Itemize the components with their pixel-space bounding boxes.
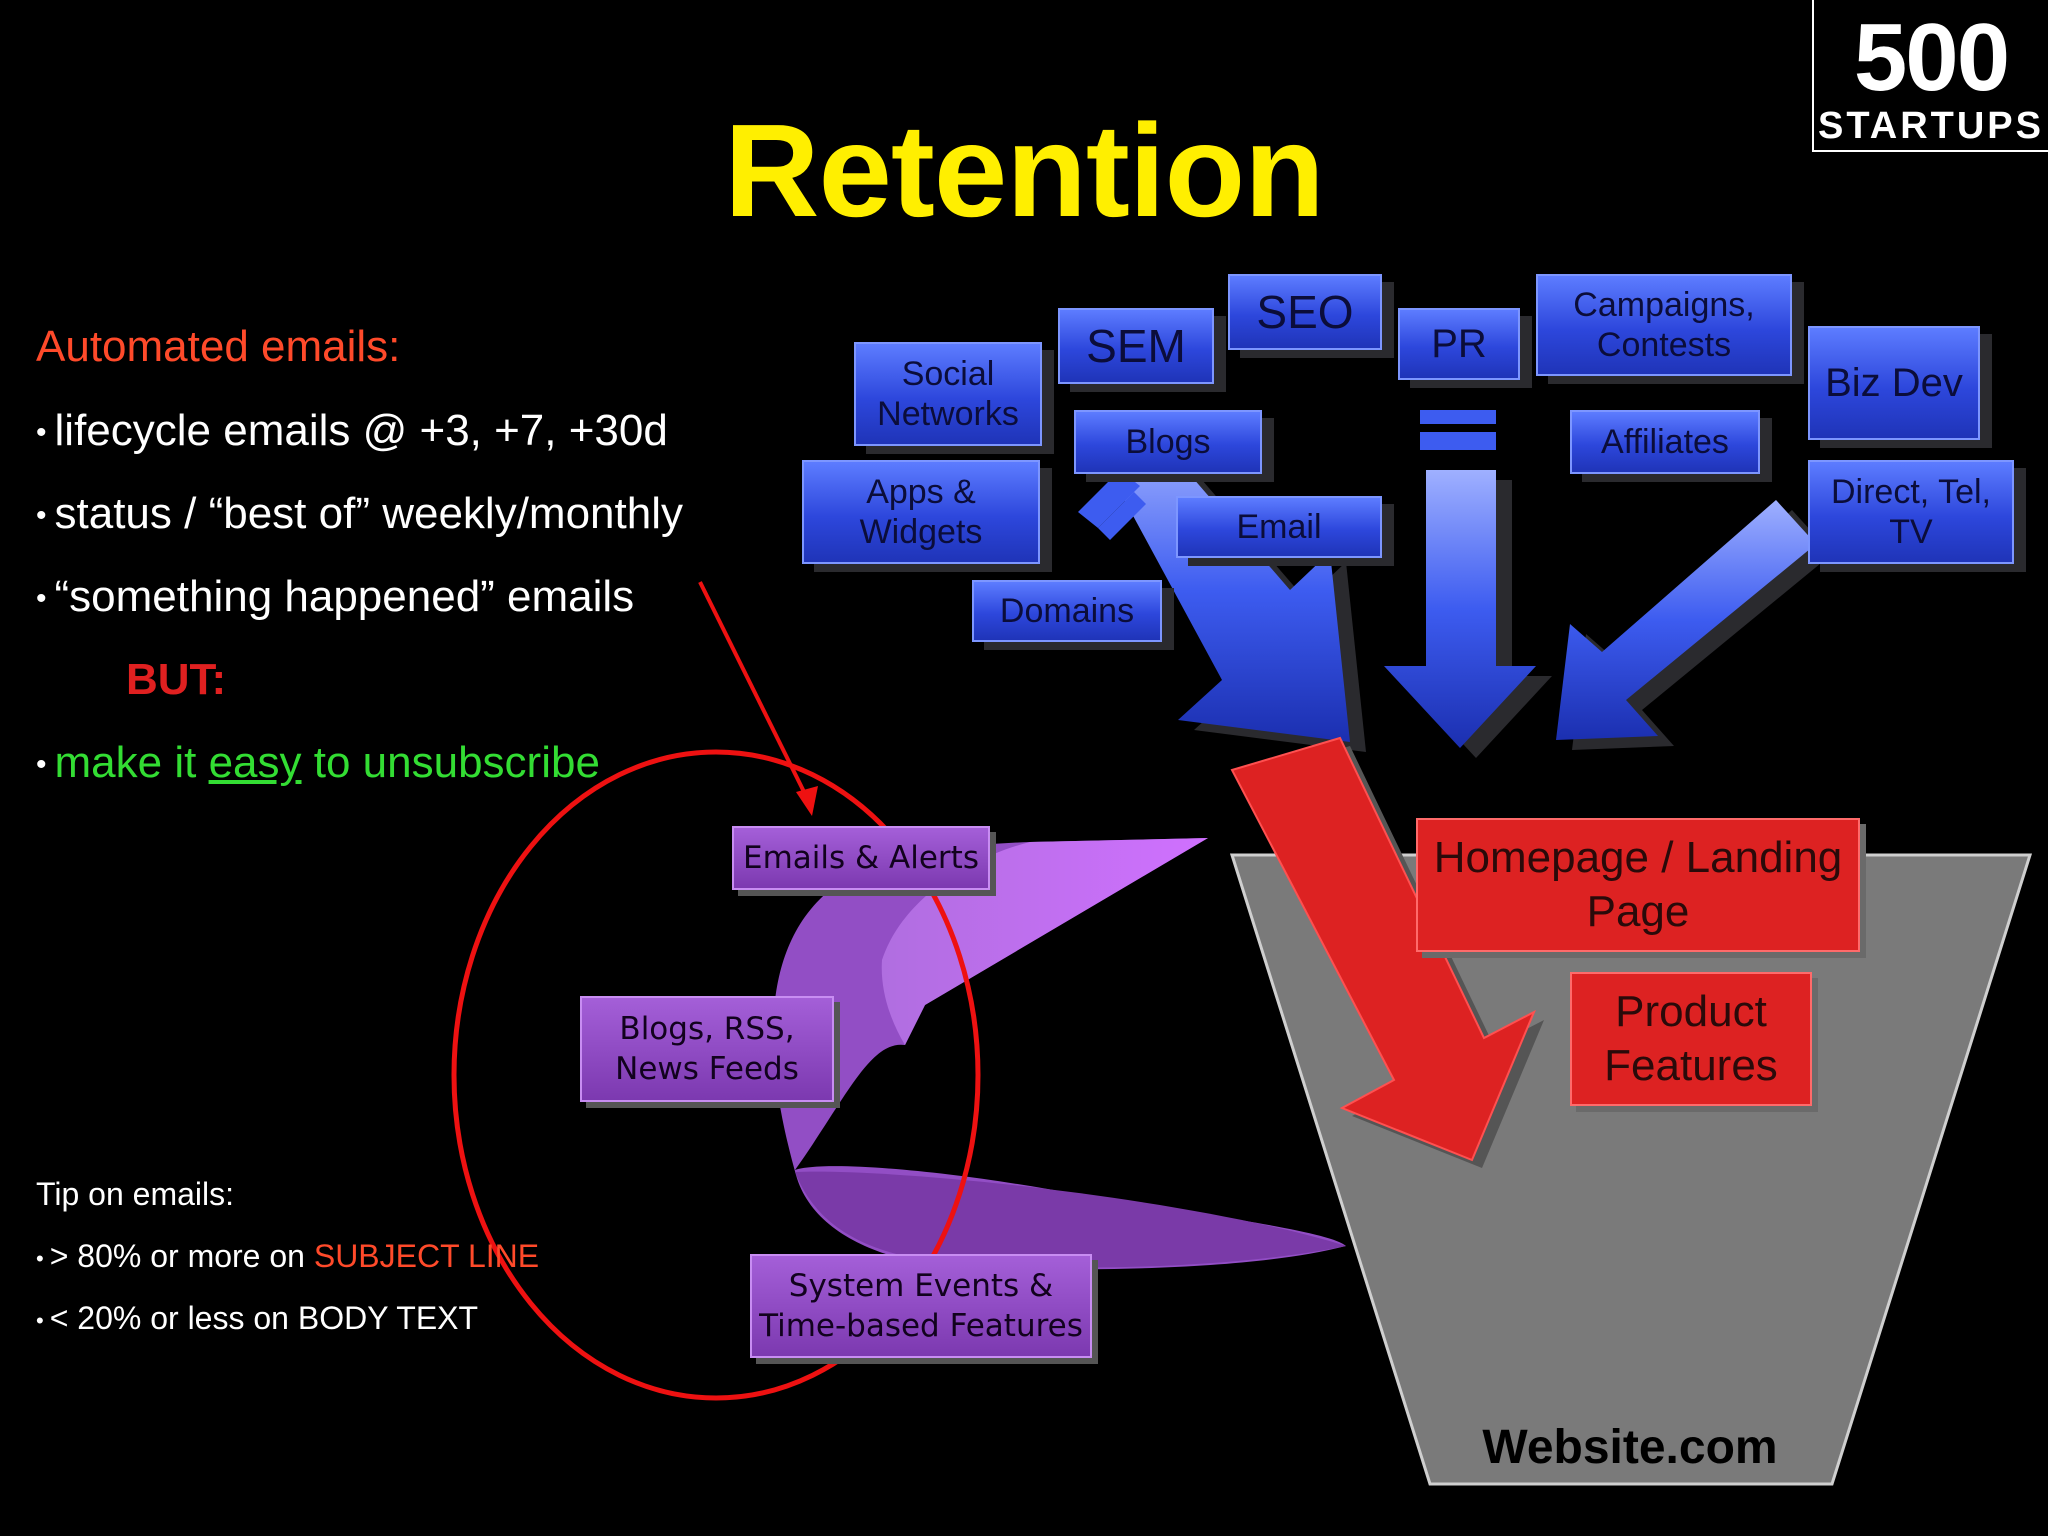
channel-pr: PR — [1398, 308, 1520, 380]
red-arrow — [1230, 736, 1544, 1168]
channel-campaigns: Campaigns, Contests — [1536, 274, 1792, 376]
logo-number: 500 — [1853, 4, 2010, 111]
tip-text: > 80% or more on — [49, 1238, 314, 1274]
emails-alerts-box: Emails & Alerts — [732, 826, 990, 890]
blue-arrow-center — [1384, 410, 1552, 758]
brand-logo: 500 STARTUPS — [1812, 0, 2048, 152]
homepage-landing-box: Homepage / Landing Page — [1416, 818, 1860, 952]
channel-direct-tel-tv: Direct, Tel, TV — [1808, 460, 2014, 564]
pointer-arrowhead — [796, 786, 818, 816]
bullet-text: status / “best of” weekly/monthly — [54, 489, 683, 538]
final-emphasis: easy — [208, 738, 302, 787]
blue-arrow-right — [1556, 500, 1832, 750]
slide-title: Retention — [724, 97, 1325, 244]
pointer-line — [698, 581, 814, 809]
channel-apps-widgets: Apps & Widgets — [802, 460, 1040, 564]
tip-highlight: SUBJECT LINE — [313, 1238, 540, 1274]
logo-word: STARTUPS — [1818, 105, 2044, 147]
channel-email: Email — [1176, 496, 1382, 558]
tip-item: •> 80% or more on SUBJECT LINE — [36, 1238, 540, 1274]
tip-heading: Tip on emails: — [36, 1176, 234, 1212]
blogs-rss-box: Blogs, RSS, News Feeds — [580, 996, 834, 1102]
product-features-box: Product Features — [1570, 972, 1812, 1106]
channel-seo: SEO — [1228, 274, 1382, 350]
channel-affiliates: Affiliates — [1570, 410, 1760, 474]
final-post: to unsubscribe — [301, 738, 600, 787]
channel-domains: Domains — [972, 580, 1162, 642]
tip-text: < 20% or less on BODY TEXT — [49, 1300, 479, 1336]
channel-social-networks: Social Networks — [854, 342, 1042, 446]
bullet-text: lifecycle emails @ +3, +7, +30d — [54, 406, 668, 455]
tip-item: •< 20% or less on BODY TEXT — [36, 1300, 479, 1336]
final-pre: make it — [54, 738, 209, 787]
highlight-ellipse — [451, 749, 981, 1401]
bullet-item: •status / “best of” weekly/monthly — [36, 489, 683, 538]
system-events-box: System Events & Time-based Features — [750, 1254, 1092, 1358]
bullet-item: •make it easy to unsubscribe — [36, 738, 600, 787]
bullet-item: •lifecycle emails @ +3, +7, +30d — [36, 406, 668, 455]
automated-emails-heading: Automated emails: — [36, 322, 401, 371]
bullet-item: •“something happened” emails — [36, 572, 635, 621]
but-label: BUT: — [126, 655, 227, 704]
channel-blogs: Blogs — [1074, 410, 1262, 474]
bullet-text: “something happened” emails — [54, 572, 635, 621]
channel-sem: SEM — [1058, 308, 1214, 384]
channel-biz-dev: Biz Dev — [1808, 326, 1980, 440]
website-label: Website.com — [1482, 1421, 1778, 1474]
